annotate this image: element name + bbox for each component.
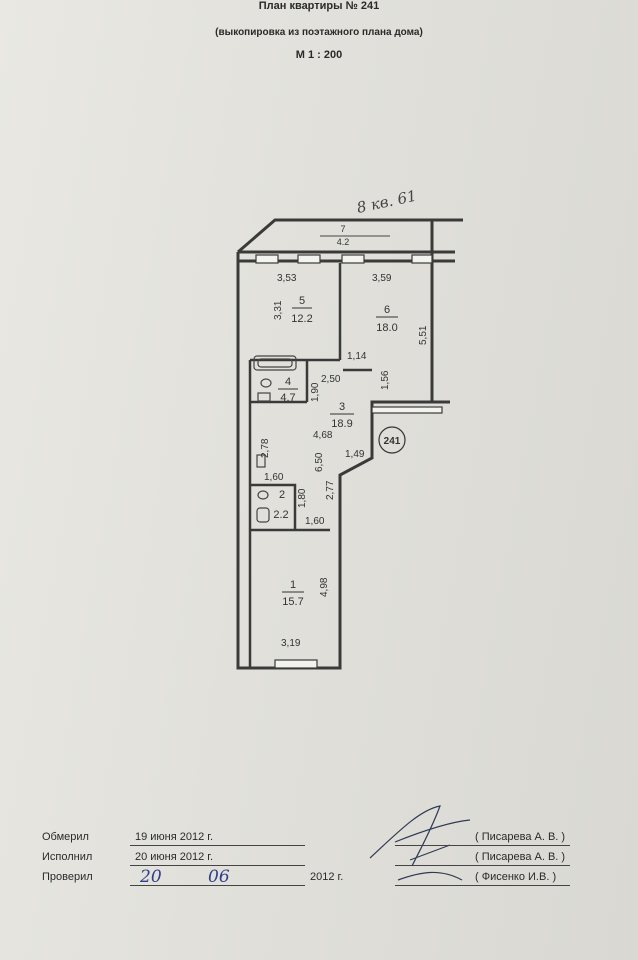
executed-label: Исполнил: [42, 851, 93, 863]
room-3-area: 18.9: [331, 418, 352, 430]
dim-label: 1,49: [345, 449, 365, 460]
bathroom-fixtures: [253, 355, 297, 523]
room-1-area: 15.7: [282, 596, 303, 608]
room-7-area: 4.2: [337, 237, 350, 247]
checked-day: 20: [140, 867, 162, 887]
dim-label: 2,78: [260, 438, 271, 458]
room-4-area: 4.7: [280, 392, 295, 404]
measured-date: 19 июня 2012 г.: [135, 831, 214, 843]
room-1-number: 1: [290, 579, 296, 591]
checked-label: Проверил: [42, 871, 93, 883]
room-7-number: 7: [340, 224, 345, 234]
dim-label: 4,68: [313, 430, 333, 441]
dim-label: 4,98: [319, 577, 330, 597]
executed-date: 20 июня 2012 г.: [135, 851, 214, 863]
dim-label: 2,50: [321, 374, 341, 385]
room-6-number: 6: [384, 304, 390, 316]
measured-row: Обмерил 19 июня 2012 г. ( Писарева А. В.…: [0, 831, 638, 851]
room-6-area: 18.0: [376, 322, 397, 334]
dim-label: 1,56: [380, 370, 391, 390]
dim-label: 1,90: [310, 382, 321, 402]
checked-year: 2012 г.: [310, 871, 344, 883]
scale-label: М 1 : 200: [295, 49, 343, 61]
dim-label: 3,19: [281, 638, 301, 649]
room-5-area: 12.2: [291, 313, 312, 325]
dim-label: 1,80: [297, 488, 308, 508]
outer-walls: [236, 218, 463, 670]
room-4-number: 4: [285, 376, 291, 388]
page-subtitle: (выкопировка из поэтажного плана дома): [215, 27, 423, 38]
dim-label: 5,51: [418, 325, 429, 345]
room-2-number: 2: [279, 489, 285, 501]
dim-label: 3,59: [372, 273, 392, 284]
checked-name: ( Фисенко И.В. ): [475, 871, 557, 883]
room-3-number: 3: [339, 401, 345, 413]
dim-label: 3,31: [273, 300, 284, 320]
measured-label: Обмерил: [42, 831, 89, 843]
apartment-marker-label: 241: [384, 436, 401, 447]
measured-name: ( Писарева А. В. ): [475, 831, 566, 843]
dim-label: 1,60: [264, 472, 284, 483]
apartment-marker: [378, 426, 406, 454]
handwritten-note: 8 кв. 61: [355, 187, 418, 217]
checked-month: 06: [208, 867, 230, 887]
room-2-area: 2.2: [273, 509, 288, 521]
checked-row: Проверил 20 06 2012 г. ( Фисенко И.В. ): [0, 867, 638, 891]
dim-label: 1,60: [305, 516, 325, 527]
signature-scribble: [369, 805, 471, 881]
dim-label: 2,77: [325, 480, 336, 500]
windows: [255, 254, 443, 669]
dim-label: 1,14: [347, 351, 367, 362]
room-5-number: 5: [299, 295, 305, 307]
dim-label: 3,53: [277, 273, 297, 284]
inner-walls: [248, 263, 434, 668]
executed-name: ( Писарева А. В. ): [475, 851, 566, 863]
dim-label: 6,50: [314, 452, 325, 472]
page-title: План квартиры № 241: [258, 0, 380, 12]
executed-row: Исполнил 20 июня 2012 г. ( Писарева А. В…: [0, 851, 638, 871]
